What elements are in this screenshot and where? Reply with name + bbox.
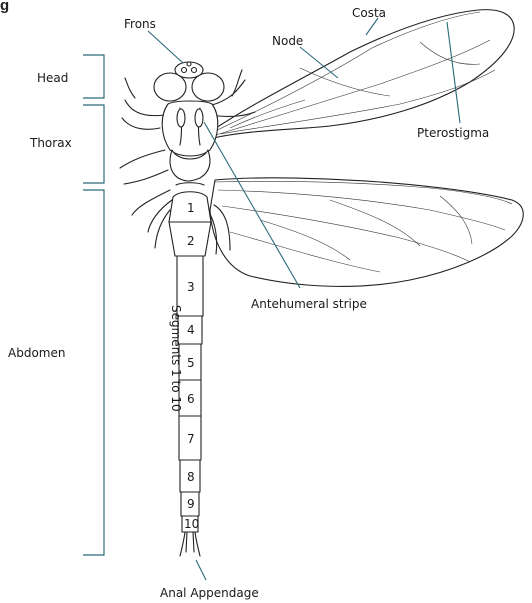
region-abdomen: Abdomen: [8, 346, 65, 360]
segment-4: 4: [187, 323, 195, 337]
region-thorax: Thorax: [29, 136, 72, 150]
segment-10: 10: [184, 517, 199, 531]
segment-1: 1: [187, 201, 195, 215]
label-frons: Frons: [124, 17, 156, 31]
label-antehumeral-stripe: Antehumeral stripe: [251, 297, 367, 311]
label-anal-appendage: Anal Appendage: [160, 586, 259, 600]
segments-caption: Segments 1 to 10: [169, 305, 183, 412]
thorax: [162, 101, 218, 185]
segment-2: 2: [187, 234, 195, 248]
label-costa: Costa: [352, 6, 386, 20]
region-head: Head: [37, 71, 68, 85]
segment-6: 6: [187, 392, 195, 406]
head: [154, 62, 224, 101]
forewing: [213, 10, 514, 138]
hindwing: [210, 178, 523, 287]
label-pterostigma: Pterostigma: [417, 126, 489, 140]
title-fragment: g: [0, 0, 9, 14]
label-node: Node: [272, 34, 303, 48]
segment-7: 7: [187, 432, 195, 446]
segment-9: 9: [187, 497, 195, 511]
segment-5: 5: [187, 356, 195, 370]
region-brackets: [83, 55, 104, 555]
segment-8: 8: [187, 470, 195, 484]
segment-3: 3: [187, 280, 195, 294]
